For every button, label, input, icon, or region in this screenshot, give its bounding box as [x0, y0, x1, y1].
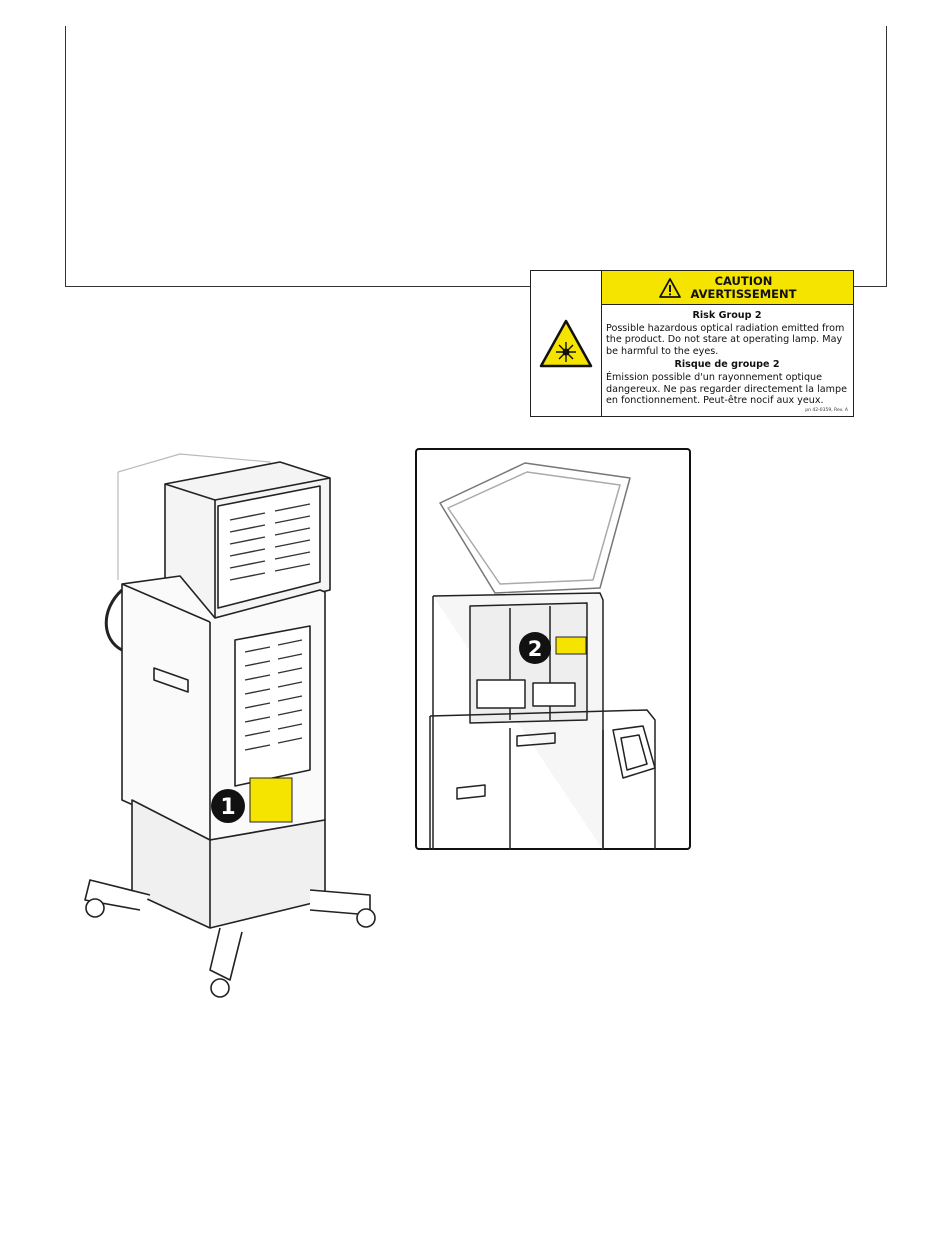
label-symbol-panel	[531, 271, 602, 416]
label-text-en: Possible hazardous optical radiation emi…	[606, 322, 845, 357]
label-location-1	[249, 777, 293, 823]
callout-1-number: 1	[220, 795, 235, 820]
machine-rear-illustration: 1	[84, 453, 376, 998]
label-part-number: pn 42-0359, Rev. A	[805, 408, 848, 413]
machine-lid-open-illustration: 2	[415, 448, 691, 850]
label-body: CAUTION AVERTISSEMENT Risk Group 2 Possi…	[602, 271, 853, 416]
header-frame	[65, 26, 887, 287]
callout-2-number: 2	[528, 637, 543, 661]
label-caution-title: CAUTION	[714, 273, 773, 288]
vent-slots	[229, 503, 311, 751]
warning-triangle-icon	[659, 277, 682, 298]
callout-2-marker	[519, 632, 551, 664]
label-text-fr: Émission possible d'un rayonnement optiq…	[606, 371, 847, 407]
label-heading-en: Risk Group 2	[692, 310, 762, 321]
label-location-2	[555, 636, 587, 655]
label-header: CAUTION AVERTISSEMENT	[602, 271, 853, 305]
label-avertissement-title: AVERTISSEMENT	[690, 286, 797, 301]
callout-1-marker	[211, 789, 245, 823]
laser-radiation-icon	[539, 319, 593, 367]
caution-label: CAUTION AVERTISSEMENT Risk Group 2 Possi…	[530, 270, 854, 417]
label-heading-fr: Risque de groupe 2	[674, 359, 780, 371]
